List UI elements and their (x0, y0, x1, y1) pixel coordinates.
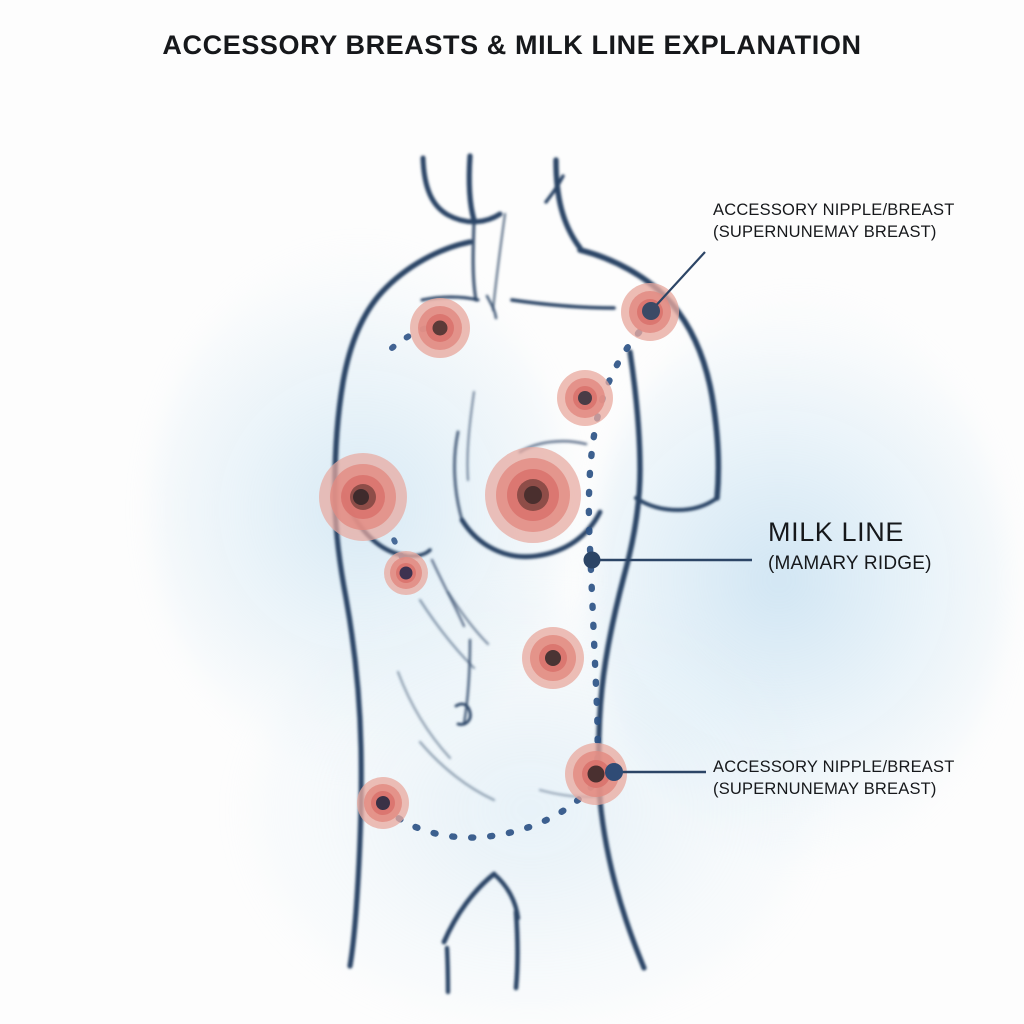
annotation-milk-line: MILK LINE (MAMARY RIDGE) (768, 515, 932, 576)
annotation-bottom-line1: ACCESSORY NIPPLE/BREAST (713, 758, 955, 776)
leader-line-top-right (642, 251, 706, 320)
annotation-milk-line1: MILK LINE (768, 517, 904, 547)
marker-left-upper-abdomen (384, 551, 428, 595)
marker-breast-right (485, 447, 581, 543)
page-title: ACCESSORY BREASTS & MILK LINE EXPLANATIO… (162, 30, 862, 60)
marker-right-groin (565, 743, 627, 805)
annotation-accessory-nipple-top: ACCESSORY NIPPLE/BREAST (SUPERNUNEMAY BR… (713, 200, 955, 244)
annotation-bottom-line2: (SUPERNUNEMAY BREAST) (713, 779, 937, 798)
marker-mid-abdomen (522, 627, 584, 689)
annotation-milk-line2: (MAMARY RIDGE) (768, 552, 932, 574)
milk-line-dotted-path-left-upper (389, 323, 435, 351)
annotation-accessory-nipple-bottom: ACCESSORY NIPPLE/BREAST (SUPERNUNEMAY BR… (713, 757, 955, 801)
leader-line-bottom-right (605, 763, 706, 781)
milk-line-dotted-path-right (585, 314, 656, 778)
milk-line-dotted-path-lower (386, 782, 596, 841)
marker-breast-left (319, 453, 407, 541)
marker-upper-chest (557, 370, 613, 426)
annotation-top-line2: (SUPERNUNEMAY BREAST) (713, 222, 937, 241)
marker-left-groin (357, 777, 409, 829)
marker-left-clavicle (410, 298, 470, 358)
leader-line-milk (583, 551, 752, 569)
annotation-top-line1: ACCESSORY NIPPLE/BREAST (713, 201, 955, 219)
